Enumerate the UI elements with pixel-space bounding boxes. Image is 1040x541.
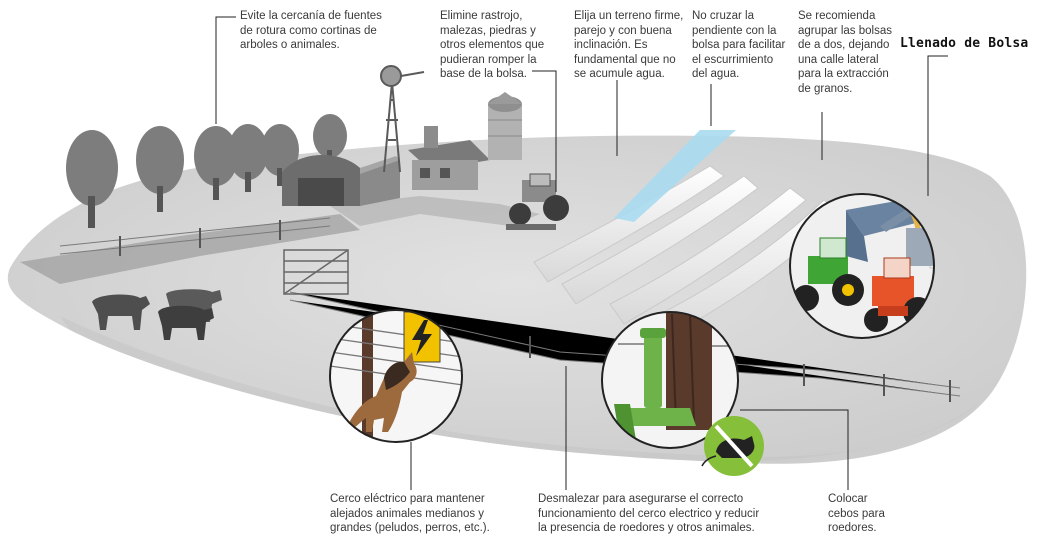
tree-icon (136, 126, 184, 212)
ground-shadow (60, 316, 980, 462)
barn-icon (282, 154, 400, 206)
note-slope: No cruzar la pendiente con la bolsa para… (692, 9, 786, 82)
water-runoff (614, 130, 736, 222)
tree-row (66, 114, 347, 228)
inset-bag-filling (789, 193, 935, 339)
note-windbreak: Evite la cercanía de fuentes de rotura c… (240, 9, 390, 53)
silo-icon (488, 92, 522, 160)
note-slope-text: No cruzar la pendiente con la bolsa para… (692, 10, 786, 80)
note-fence-text: Cerco eléctrico para mantener alejados a… (330, 493, 490, 534)
note-bait: Colocar cebos para roedores. (828, 492, 898, 536)
note-weeding-text: Desmalezar para asegurarse el correcto f… (538, 493, 760, 534)
leader-lines (215, 16, 948, 490)
note-clear-debris: Elimine rastrojo, malezas, piedras y otr… (440, 9, 554, 82)
tree-icon (261, 124, 299, 186)
note-fence: Cerco eléctrico para mantener alejados a… (330, 492, 508, 536)
tractor-icon (506, 173, 569, 230)
windmill-icon (380, 65, 425, 173)
note-windbreak-text: Evite la cercanía de fuentes de rotura c… (240, 10, 382, 51)
note-terrain-text: Elija un terreno firme, parejo y con bue… (574, 10, 684, 80)
dog-icon (346, 352, 417, 432)
house-icon (408, 126, 490, 190)
note-pairing-text: Se recomienda agrupar las bolsas de a do… (798, 10, 892, 95)
tree-icon (228, 124, 268, 192)
note-bait-text: Colocar cebos para roedores. (828, 493, 885, 534)
diagram-title: Llenado de Bolsa (900, 36, 1029, 51)
note-pairing: Se recomienda agrupar las bolsas de a do… (798, 9, 892, 96)
cow-icon (158, 305, 214, 340)
note-terrain: Elija un terreno firme, parejo y con bue… (574, 9, 686, 82)
farm-road-branch (330, 196, 540, 226)
tree-icon (194, 126, 238, 200)
gate-icon (283, 249, 349, 295)
note-weeding: Desmalezar para asegurarse el correcto f… (538, 492, 770, 536)
inset-electric-fence (329, 309, 463, 443)
tree-icon (66, 130, 118, 228)
rodent-prohibited-icon (701, 416, 764, 476)
note-clear-debris-text: Elimine rastrojo, malezas, piedras y otr… (440, 10, 545, 80)
silo-bags (533, 165, 841, 343)
inset-fence-stake (601, 311, 764, 476)
cow-icon (92, 294, 150, 330)
